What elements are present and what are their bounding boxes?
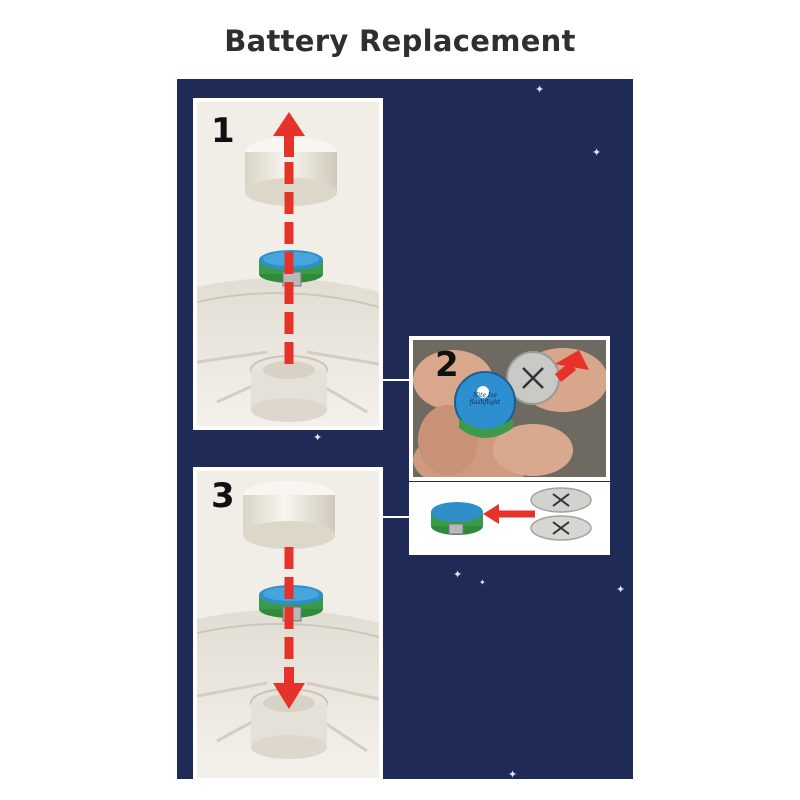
star-decoration: ✦ [535,83,545,96]
step-2-card: Nite Ize flashflight 2 [409,336,610,481]
step-1-number: 1 [211,111,235,151]
connector-line [382,379,412,381]
battery-inset-card [409,482,610,555]
star-decoration: ✦ [508,768,518,779]
flashlight-brand-label: Nite Ize flashflight [469,392,501,406]
connector-line [382,516,412,518]
battery-inset-photo [413,486,606,551]
star-decoration: ✦ [592,146,602,159]
step-1-photo [197,102,379,426]
step-3-number: 3 [211,476,235,516]
step-2-number: 2 [435,345,459,385]
star-decoration: ✦ [616,583,626,596]
star-decoration: ✦ [313,431,323,444]
step-1-card: 1 [193,98,383,430]
page-title: Battery Replacement [224,24,576,58]
star-decoration: ✦ [479,578,486,587]
star-decoration: ✦ [453,568,463,581]
step-3-photo [197,471,379,778]
step-3-card: 3 [193,467,383,782]
step-2-photo: Nite Ize flashflight [413,340,606,477]
